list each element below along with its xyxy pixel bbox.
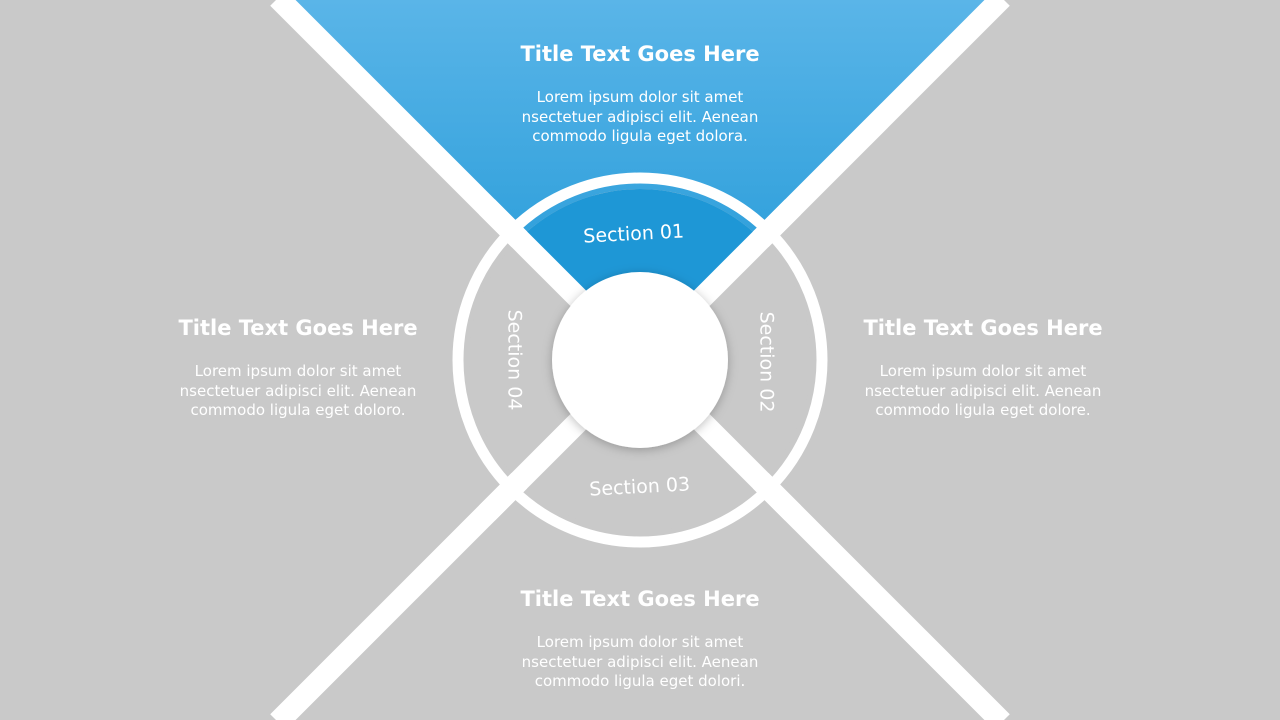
panel-top-body: Lorem ipsum dolor sit amet nsectetuer ad… [490, 88, 790, 147]
panel-top-line-2: nsectetuer adipisci elit. Aenean [521, 107, 759, 126]
center-circle [552, 272, 728, 448]
panel-left: Title Text Goes Here Lorem ipsum dolor s… [148, 316, 448, 421]
panel-right-title: Title Text Goes Here [863, 316, 1103, 340]
panel-left-line-2: nsectetuer adipisci elit. Aenean [179, 381, 417, 400]
panel-bottom-line-2: nsectetuer adipisci elit. Aenean [521, 652, 759, 671]
panel-left-line-1: Lorem ipsum dolor sit amet [194, 362, 402, 380]
panel-right-line-1: Lorem ipsum dolor sit amet [879, 362, 1087, 380]
panel-left-title: Title Text Goes Here [178, 316, 418, 340]
panel-top-line-1: Lorem ipsum dolor sit amet [536, 88, 744, 106]
panel-top-line-3: commodo ligula eget dolora. [532, 127, 748, 145]
panel-bottom-line-3: commodo ligula eget dolori. [534, 672, 746, 690]
panel-left-body: Lorem ipsum dolor sit amet nsectetuer ad… [148, 362, 448, 421]
panel-right-body: Lorem ipsum dolor sit amet nsectetuer ad… [833, 362, 1133, 421]
panel-right: Title Text Goes Here Lorem ipsum dolor s… [833, 316, 1133, 421]
section-02-label: Section 02 [756, 312, 778, 413]
panel-bottom: Title Text Goes Here Lorem ipsum dolor s… [490, 587, 790, 692]
panel-right-line-2: nsectetuer adipisci elit. Aenean [864, 381, 1102, 400]
panel-bottom-line-1: Lorem ipsum dolor sit amet [536, 633, 744, 651]
panel-right-line-3: commodo ligula eget dolore. [875, 401, 1091, 419]
panel-bottom-title: Title Text Goes Here [520, 587, 760, 611]
outer-ring [452, 172, 828, 548]
panel-left-line-3: commodo ligula eget doloro. [190, 401, 406, 419]
panel-top: Title Text Goes Here Lorem ipsum dolor s… [490, 42, 790, 147]
panel-bottom-body: Lorem ipsum dolor sit amet nsectetuer ad… [490, 633, 790, 692]
section-01-label: Section 01 [583, 220, 685, 247]
section-04-label: Section 04 [504, 310, 526, 411]
section-03-label: Section 03 [589, 473, 691, 500]
panel-top-title: Title Text Goes Here [520, 42, 760, 66]
